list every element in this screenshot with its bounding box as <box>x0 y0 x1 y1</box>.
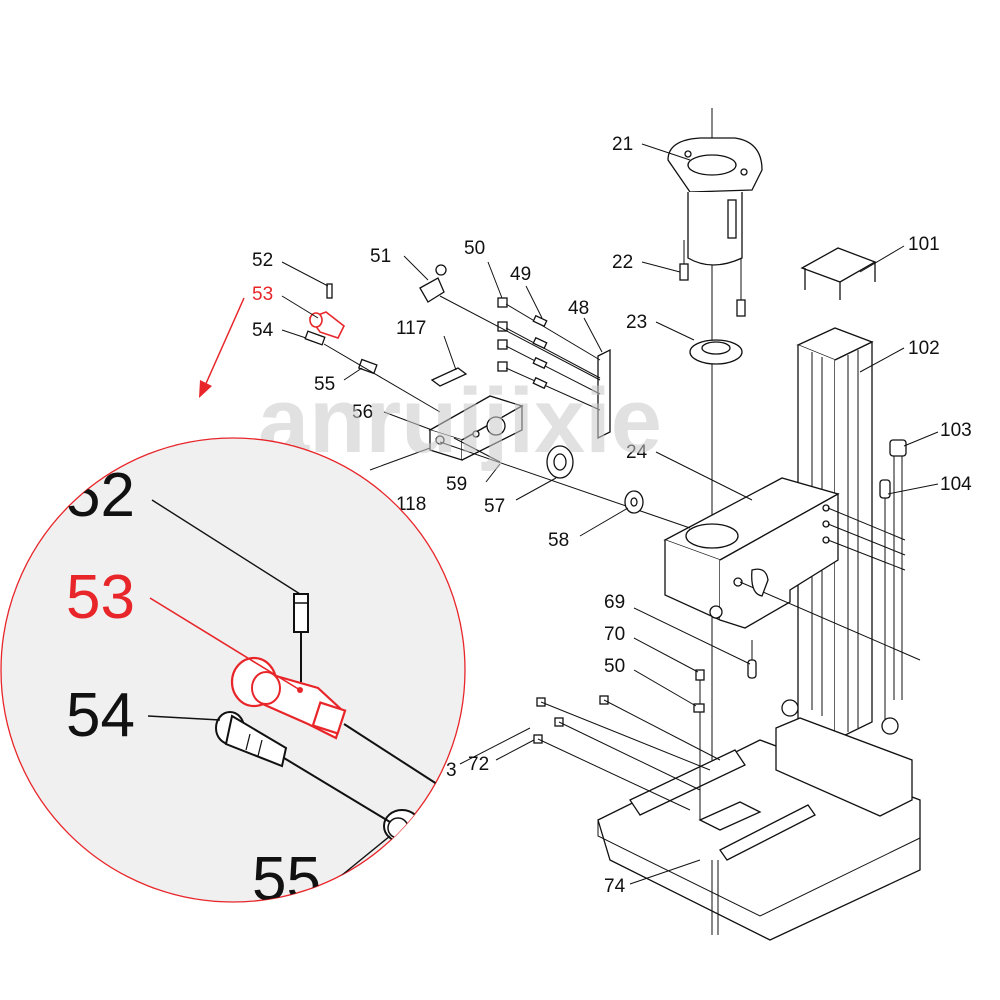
part-58-washer <box>624 490 644 514</box>
label-72: 72 <box>468 754 489 775</box>
label-57: 57 <box>484 496 505 517</box>
label-23: 23 <box>626 312 647 333</box>
label-102: 102 <box>908 338 940 359</box>
label-53: 53 <box>252 284 273 305</box>
lower-screws <box>533 640 757 820</box>
label-103: 103 <box>940 420 972 441</box>
label-104: 104 <box>940 474 972 495</box>
label-74: 74 <box>604 876 626 897</box>
zoom-axis-line-2 <box>343 723 441 787</box>
zoom-circle <box>0 437 466 903</box>
part-117-plate <box>430 367 468 387</box>
label-54: 54 <box>252 320 274 341</box>
zoom-label-53: 53 <box>66 563 135 632</box>
zoom-leader-54 <box>147 715 221 721</box>
zoom-label-54: 54 <box>66 681 135 750</box>
main-part-53 <box>308 311 346 339</box>
label-118: 118 <box>396 494 426 515</box>
label-52: 52 <box>252 250 273 271</box>
label-73: 3 <box>446 760 457 781</box>
label-55: 55 <box>314 374 335 395</box>
zoom-label-52: 52 <box>66 461 135 530</box>
zoom-part-53 <box>230 656 347 740</box>
part-74-base <box>597 699 921 941</box>
label-21: 21 <box>612 134 633 155</box>
part-23-bearing <box>689 339 743 365</box>
label-49: 49 <box>510 264 531 285</box>
zoom-part-52 <box>293 593 309 682</box>
part-59-pin <box>453 437 501 463</box>
label-101: 101 <box>908 234 940 255</box>
zoom-part-54 <box>215 711 288 768</box>
label-69: 69 <box>604 592 625 613</box>
zoom-arrow <box>199 297 245 398</box>
zoom-leader-53 <box>149 597 301 691</box>
label-58: 58 <box>548 530 569 551</box>
watermark: anruijixie <box>258 370 662 472</box>
label-50: 50 <box>464 238 485 259</box>
part-118-line <box>369 447 431 471</box>
zoom-label-55: 55 <box>252 845 321 914</box>
zoom-leader-52 <box>151 499 301 595</box>
label-56: 56 <box>352 402 373 423</box>
leader-lines <box>281 143 939 885</box>
main-part-52 <box>326 283 333 299</box>
main-part-54 <box>304 330 326 346</box>
zoom-leader-55 <box>335 835 391 881</box>
zoom-callout: 52 53 54 55 <box>0 437 466 914</box>
label-59: 59 <box>446 474 467 495</box>
part-51-lever <box>419 264 601 381</box>
part-21-flange <box>667 137 763 266</box>
label-70: 70 <box>604 624 625 645</box>
label-24: 24 <box>626 442 648 463</box>
part-49-pins <box>497 297 601 411</box>
label-50b: 50 <box>604 656 625 677</box>
label-51: 51 <box>370 246 391 267</box>
label-48: 48 <box>568 298 589 319</box>
part-24-head-block <box>663 477 921 661</box>
zoom-axis-line <box>283 757 391 823</box>
part-103-104-rods <box>879 439 907 720</box>
part-48-bar <box>597 348 611 440</box>
label-117: 117 <box>396 318 426 339</box>
part-56-block <box>428 395 524 461</box>
part-57-gear <box>439 441 691 529</box>
exploded-view: 21 22 23 24 101 102 103 104 52 53 54 55 … <box>252 108 972 941</box>
part-labels: 21 22 23 24 101 102 103 104 52 53 54 55 … <box>252 134 972 897</box>
main-part-55 <box>323 343 441 413</box>
label-22: 22 <box>612 252 633 273</box>
